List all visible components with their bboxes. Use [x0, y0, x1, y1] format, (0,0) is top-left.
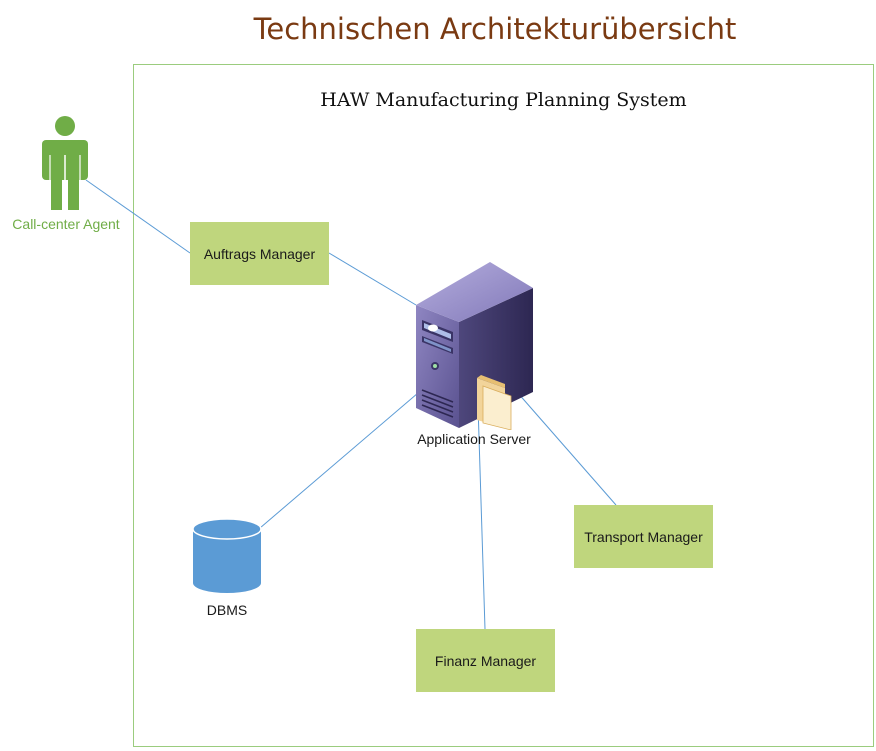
connector-auftrags-server [328, 252, 417, 306]
system-boundary [133, 64, 874, 747]
person-icon [42, 116, 88, 210]
server-tower-icon [416, 262, 533, 430]
transport-manager-label: Transport Manager [584, 528, 703, 545]
database-cylinder-icon [192, 518, 262, 593]
connector-server-finanz [477, 404, 486, 630]
connector-server-dbms [259, 392, 419, 529]
dbms-label: DBMS [206, 602, 248, 618]
transport-manager-box: Transport Manager [574, 505, 713, 568]
application-server-label: Application Server [417, 431, 531, 447]
finanz-manager-box: Finanz Manager [416, 629, 555, 692]
auftrags-manager-label: Auftrags Manager [203, 245, 316, 262]
auftrags-manager-box: Auftrags Manager [190, 222, 329, 285]
diagram-title: Technischen Architekturübersicht [253, 12, 737, 46]
connector-actor-auftrags [85, 179, 191, 254]
system-boundary-label: HAW Manufacturing Planning System [320, 89, 687, 111]
connector-server-transport [516, 391, 617, 506]
finanz-manager-label: Finanz Manager [434, 652, 537, 669]
actor-label: Call-center Agent [12, 216, 120, 232]
